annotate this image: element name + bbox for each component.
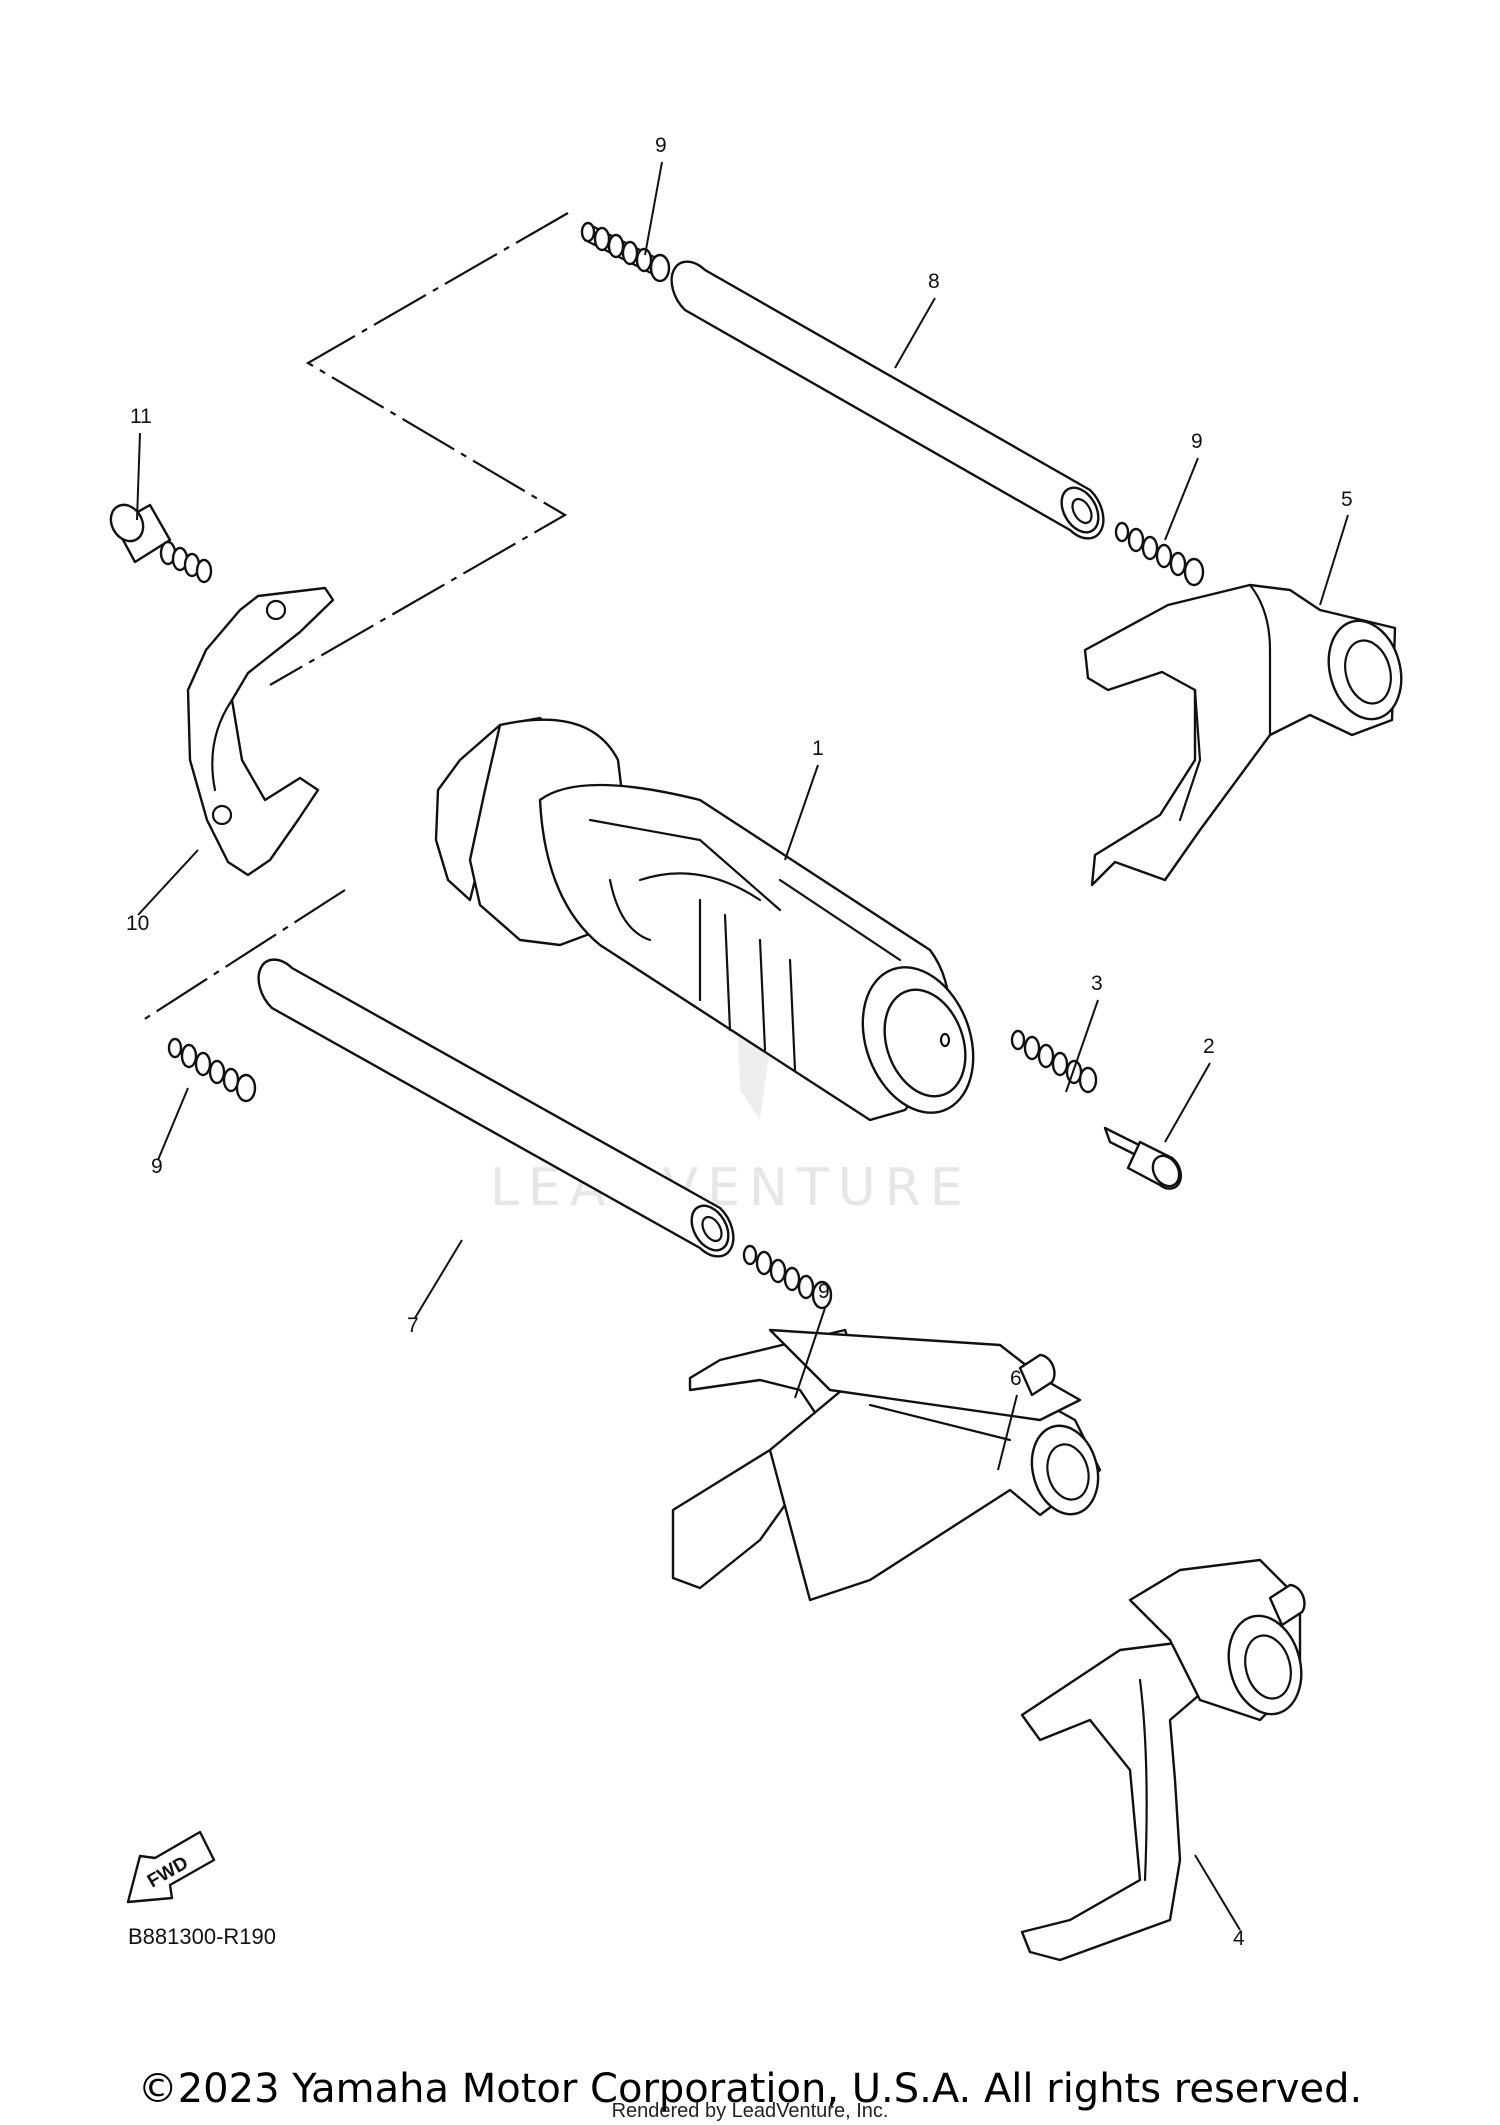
pin-part-2 [1103, 1126, 1183, 1190]
callout-9-top: 9 [655, 134, 667, 157]
callout-labels: 9 8 9 5 11 10 1 3 2 9 7 9 6 4 [126, 134, 1353, 1950]
callout-11: 11 [130, 405, 152, 428]
copyright-notice: ©2023 Yamaha Motor Corporation, U.S.A. A… [137, 2066, 1363, 2112]
callout-9-left: 9 [151, 1155, 163, 1178]
bolt-part-11 [109, 503, 213, 584]
callout-10: 10 [126, 912, 149, 935]
shift-fork-part-4 [1020, 1558, 1306, 1962]
callout-1: 1 [812, 737, 824, 760]
callout-4: 4 [1233, 1927, 1245, 1950]
spring-part-9-top [580, 221, 671, 283]
callout-8: 8 [928, 270, 940, 293]
shift-fork-shaft-part-8 [670, 260, 1105, 540]
shift-fork-part-6 [671, 1328, 1102, 1602]
figure-code: B881300-R190 [128, 1924, 276, 1949]
leader-lines [136, 161, 1349, 1931]
callout-5: 5 [1341, 488, 1353, 511]
callout-3: 3 [1091, 972, 1103, 995]
spring-part-9-middle [742, 1244, 833, 1310]
shift-fork-shaft-part-7 [257, 958, 735, 1258]
callout-2: 2 [1203, 1035, 1215, 1058]
shift-fork-part-5 [1083, 583, 1403, 887]
rendered-by-notice: Rendered by LeadVenture, Inc. [611, 2100, 889, 2122]
fwd-arrow-icon: FWD [126, 1830, 216, 1904]
assembly-line-lower [139, 889, 346, 1023]
callout-9-right: 9 [1191, 430, 1203, 453]
stopper-plate-part-10 [186, 586, 335, 877]
spring-part-9-left [167, 1037, 257, 1103]
watermark: LEADVENTURE [490, 940, 963, 1218]
spring-part-9-right [1114, 521, 1205, 587]
callout-7: 7 [407, 1314, 419, 1337]
callout-6: 6 [1010, 1367, 1022, 1390]
callout-9-middle: 9 [818, 1280, 830, 1303]
shift-drum-part-1 [434, 716, 975, 1122]
assembly-line-upper [269, 212, 569, 686]
